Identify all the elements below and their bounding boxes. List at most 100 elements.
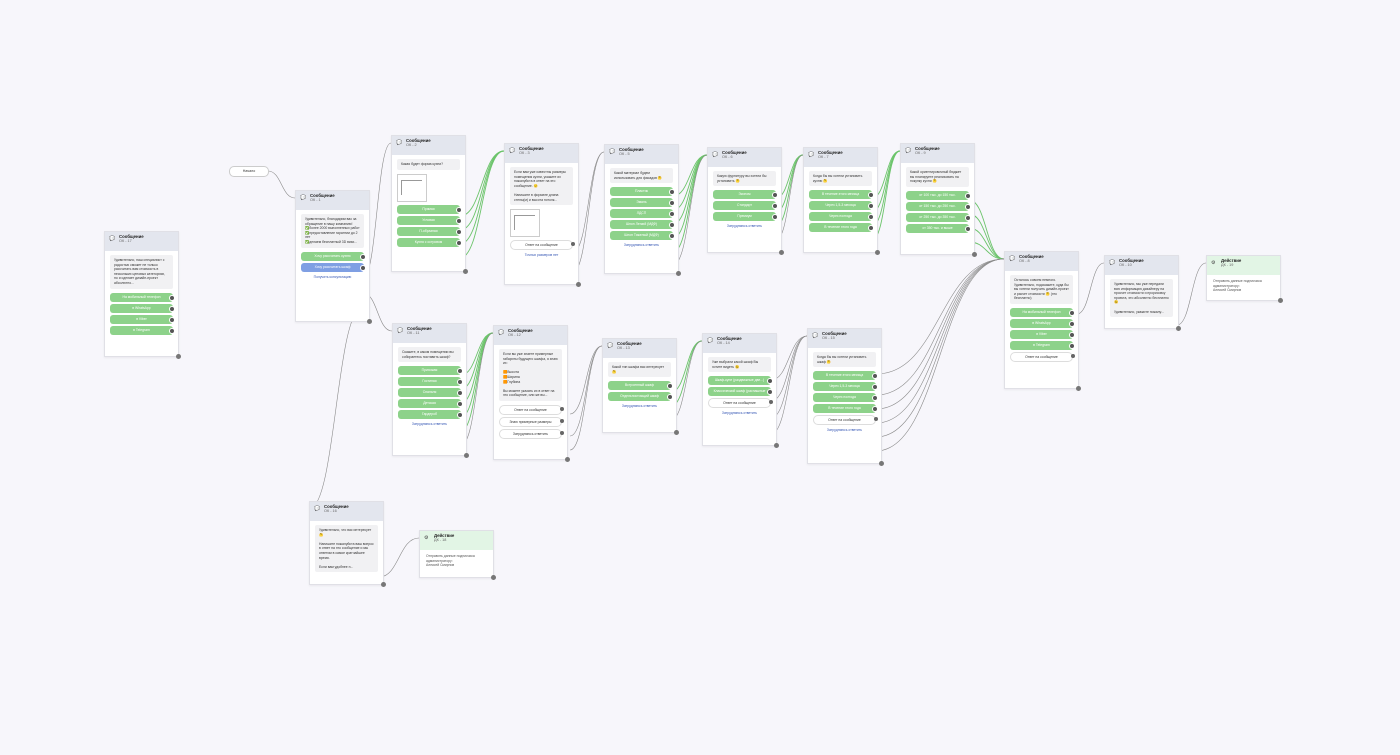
reply-button[interactable]: П-образная xyxy=(397,226,462,236)
reply-button[interactable]: Эмаль xyxy=(610,198,675,208)
reply-button[interactable]: в Viber xyxy=(1010,329,1075,339)
reply-button[interactable]: Гардероб xyxy=(398,410,463,420)
connector-dot[interactable] xyxy=(1069,331,1075,338)
reply-button[interactable]: В течение этого месяца xyxy=(813,371,878,381)
reply-button[interactable]: Хочу рассчитать кухню xyxy=(301,251,366,261)
connector-dot[interactable] xyxy=(669,211,675,218)
connector-dot[interactable] xyxy=(360,264,366,271)
node-output-port[interactable] xyxy=(463,269,468,274)
quick-reply-link[interactable]: Затрудняюсь ответить xyxy=(623,243,660,248)
connector-dot[interactable] xyxy=(169,316,175,323)
reply-button[interactable]: Шпон Легкий (МДФ) xyxy=(610,220,675,230)
connector-dot[interactable] xyxy=(1069,342,1075,349)
reply-button[interactable]: от 150 тыс. до 250 тыс. xyxy=(906,201,971,211)
connector-dot[interactable] xyxy=(1069,309,1075,316)
reply-button[interactable]: В течение этого года xyxy=(813,404,878,414)
quick-reply-link[interactable]: Точных размеров нет xyxy=(524,253,559,258)
reply-input[interactable]: Ответ на сообщение xyxy=(499,404,564,415)
reply-button[interactable]: Пластик xyxy=(610,187,675,197)
connector-dot[interactable] xyxy=(456,206,462,213)
reply-button[interactable]: Классический шкаф (распашные двери) xyxy=(708,387,773,402)
reply-input[interactable]: Затрудняюсь ответить xyxy=(499,428,564,439)
connector-dot[interactable] xyxy=(767,378,773,385)
reply-button[interactable]: ЛДСП xyxy=(610,209,675,219)
reply-button[interactable]: в WhatsApp xyxy=(110,303,175,313)
node-output-port[interactable] xyxy=(774,443,779,448)
reply-input[interactable]: Ответ на сообщение xyxy=(1010,351,1075,362)
connector-dot[interactable] xyxy=(169,327,175,334)
quick-reply-link[interactable]: Затрудняюсь ответить xyxy=(621,404,658,409)
reply-button[interactable]: Отдельностоящий шкаф xyxy=(608,392,673,402)
connector-dot[interactable] xyxy=(360,253,366,260)
node-output-port[interactable] xyxy=(565,457,570,462)
reply-button[interactable]: Кухня с островом xyxy=(397,237,462,247)
reply-button[interactable]: Прямая xyxy=(397,204,462,214)
connector-dot[interactable] xyxy=(965,192,971,199)
reply-button[interactable]: Угловая xyxy=(397,215,462,225)
reply-input[interactable]: Ответ на сообщение xyxy=(510,240,575,251)
reply-button[interactable]: Через полгода xyxy=(809,212,874,222)
node-output-port[interactable] xyxy=(491,575,496,580)
node-output-port[interactable] xyxy=(676,271,681,276)
connector-dot[interactable] xyxy=(872,373,878,380)
reply-button[interactable]: в WhatsApp xyxy=(1010,318,1075,328)
reply-button[interactable]: Шпон Тяжелый (МДФ) xyxy=(610,231,675,241)
connector-dot[interactable] xyxy=(772,214,778,221)
connector-dot[interactable] xyxy=(169,294,175,301)
reply-button[interactable]: На мобильный телефон xyxy=(110,292,175,302)
reply-button[interactable]: в Telegram xyxy=(1010,340,1075,350)
connector-dot[interactable] xyxy=(965,225,971,232)
connector-dot[interactable] xyxy=(669,200,675,207)
connector-dot[interactable] xyxy=(1071,353,1075,358)
connector-dot[interactable] xyxy=(669,222,675,229)
reply-button[interactable]: Премиум xyxy=(713,212,778,222)
connector-dot[interactable] xyxy=(872,395,878,402)
connector-dot[interactable] xyxy=(872,384,878,391)
reply-input[interactable]: Ответ на сообщение xyxy=(708,398,773,409)
reply-button[interactable]: Через полгода xyxy=(813,393,878,403)
reply-button[interactable]: Эконом xyxy=(713,190,778,200)
reply-button[interactable]: В течение этого года xyxy=(809,223,874,233)
connector-dot[interactable] xyxy=(457,412,463,419)
reply-button[interactable]: Встроенный шкаф xyxy=(608,381,673,391)
node-output-port[interactable] xyxy=(1076,386,1081,391)
connector-dot[interactable] xyxy=(560,418,564,423)
reply-input[interactable]: Ответ на сообщение xyxy=(813,415,878,426)
node-output-port[interactable] xyxy=(367,319,372,324)
reply-button[interactable]: в Viber xyxy=(110,314,175,324)
connector-dot[interactable] xyxy=(457,390,463,397)
reply-button[interactable]: Хочу рассчитать шкаф xyxy=(301,262,366,272)
connector-dot[interactable] xyxy=(965,214,971,221)
connector-dot[interactable] xyxy=(868,225,874,232)
quick-reply-link[interactable]: Затрудняюсь ответить xyxy=(826,428,863,433)
connector-dot[interactable] xyxy=(965,203,971,210)
reply-button[interactable]: Через 1,5-3 месяца xyxy=(809,201,874,211)
node-output-port[interactable] xyxy=(176,354,181,359)
node-output-port[interactable] xyxy=(1176,326,1181,331)
node-output-port[interactable] xyxy=(381,582,386,587)
reply-button[interactable]: Шкаф-купе (раздвижные две...) xyxy=(708,376,773,386)
connector-dot[interactable] xyxy=(560,430,564,435)
reply-button[interactable]: от 100 тыс. до 150 тыс. xyxy=(906,190,971,200)
connector-dot[interactable] xyxy=(169,305,175,312)
connector-dot[interactable] xyxy=(669,189,675,196)
connector-dot[interactable] xyxy=(667,394,673,401)
connector-dot[interactable] xyxy=(872,406,878,413)
node-output-port[interactable] xyxy=(1278,298,1283,303)
